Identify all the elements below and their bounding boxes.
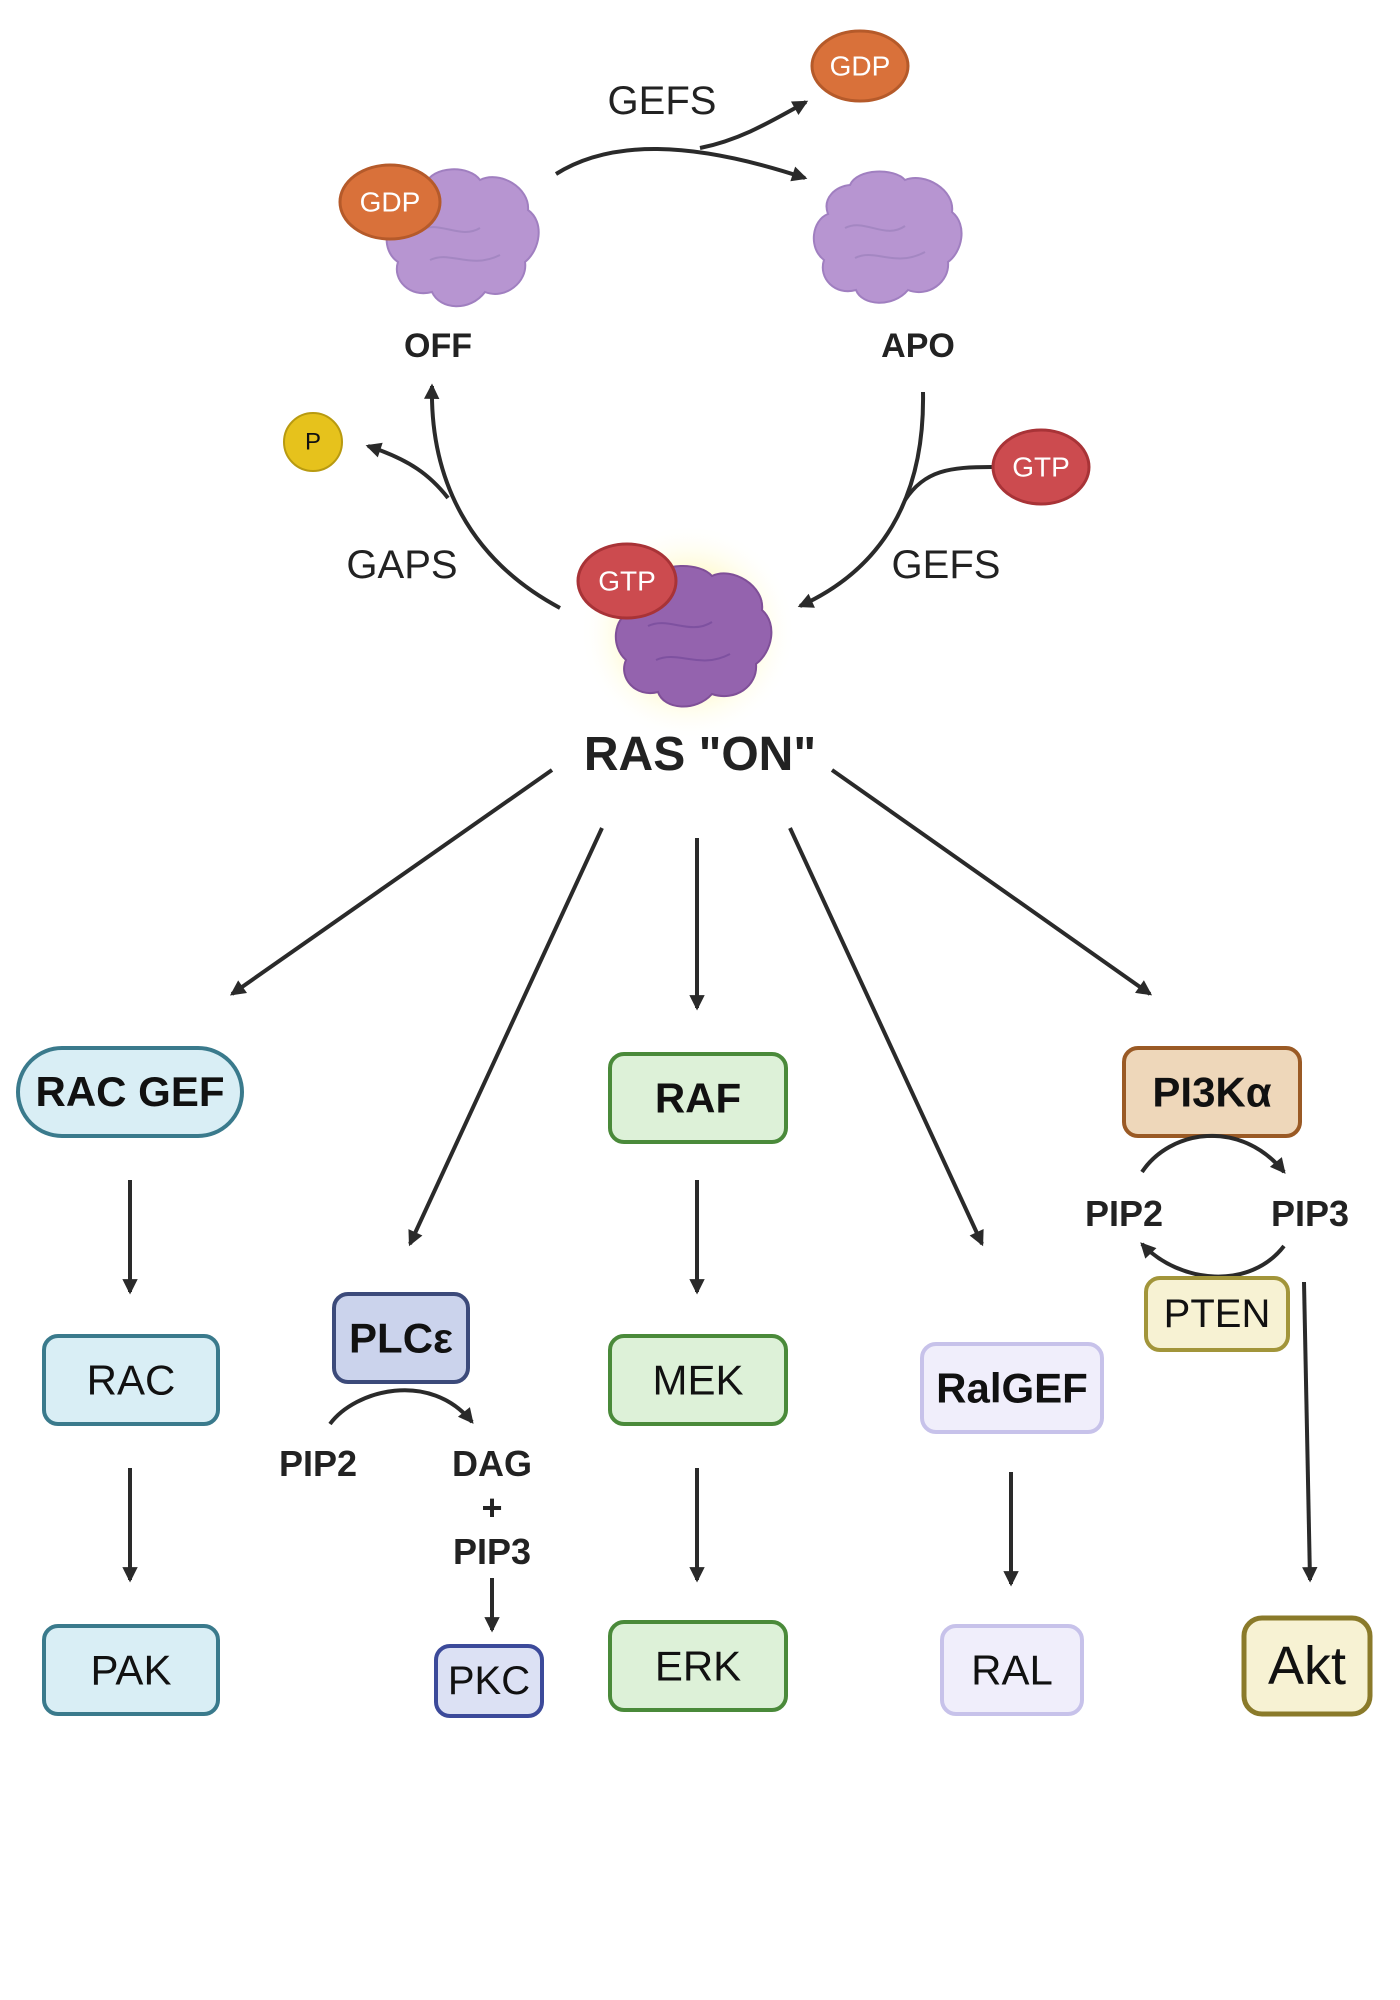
svg-text:P: P: [305, 429, 321, 456]
bound-gtp: GTP: [576, 542, 678, 620]
svg-text:Akt: Akt: [1268, 1636, 1346, 1696]
pten-reverse-arrow: [1140, 1242, 1286, 1279]
akt-node: Akt: [1241, 1615, 1373, 1717]
plc-substrate-pip2: PIP2: [279, 1443, 357, 1484]
ras-on-label: RAS "ON": [584, 728, 816, 781]
ralgef-node: RalGEF: [920, 1342, 1104, 1434]
gaps-label: GAPS: [346, 543, 457, 587]
gef-exchange-arrow: [554, 147, 808, 182]
arrow-to-plc: [408, 827, 604, 1247]
arrow-to-rac-gef: [229, 768, 554, 996]
pi3k-product-pip3: PIP3: [1271, 1193, 1349, 1234]
gdp-release-arrow: [699, 100, 809, 150]
phosphate-release-arrow: [365, 442, 450, 500]
svg-text:PLCε: PLCε: [349, 1315, 453, 1362]
svg-text:RAC GEF: RAC GEF: [36, 1068, 225, 1115]
pten-node: PTEN: [1144, 1276, 1290, 1352]
ras-apo-protein: [812, 170, 963, 304]
rac-node: RAC: [42, 1334, 220, 1426]
gefs-top-label: GEFS: [608, 79, 717, 123]
released-gdp: GDP: [810, 29, 910, 103]
svg-text:RAF: RAF: [655, 1075, 741, 1122]
pkc-node: PKC: [434, 1644, 544, 1718]
gefs-right-label: GEFS: [892, 543, 1001, 587]
released-phosphate: P: [283, 412, 343, 472]
erk-node: ERK: [608, 1620, 788, 1712]
apo-label: APO: [881, 327, 955, 365]
plc-product-pip3: PIP3: [453, 1531, 531, 1572]
plc-epsilon-node: PLCε: [332, 1292, 470, 1384]
off-label: OFF: [404, 327, 472, 365]
svg-text:RalGEF: RalGEF: [936, 1365, 1088, 1412]
pak-node: PAK: [42, 1624, 220, 1716]
pi3k-substrate-pip2: PIP2: [1085, 1193, 1163, 1234]
arrow-to-ralgef: [788, 827, 984, 1247]
svg-text:MEK: MEK: [652, 1357, 743, 1404]
pi3k-alpha-node: PI3Kα: [1122, 1046, 1302, 1138]
ral-node: RAL: [940, 1624, 1084, 1716]
gtp-loading-arrow: [797, 391, 926, 608]
svg-text:GDP: GDP: [360, 187, 421, 218]
svg-text:RAC: RAC: [87, 1357, 176, 1404]
plc-reaction-arrow: [328, 1388, 474, 1426]
svg-text:PI3Kα: PI3Kα: [1152, 1069, 1271, 1116]
svg-text:GTP: GTP: [598, 566, 656, 597]
incoming-gtp: GTP: [991, 428, 1091, 506]
gtp-incoming-line: [903, 465, 993, 502]
svg-text:PKC: PKC: [448, 1659, 530, 1703]
svg-text:PAK: PAK: [91, 1647, 172, 1694]
arrow-to-pi3k: [830, 768, 1153, 996]
gap-hydrolysis-arrow: [423, 383, 561, 610]
svg-text:PTEN: PTEN: [1164, 1292, 1271, 1336]
arrow-pip3-to-akt: [1302, 1281, 1318, 1583]
plc-product-plus: +: [481, 1487, 502, 1528]
raf-node: RAF: [608, 1052, 788, 1144]
bound-gdp: GDP: [338, 163, 442, 241]
pi3k-forward-arrow: [1140, 1134, 1286, 1174]
mek-node: MEK: [608, 1334, 788, 1426]
svg-text:GDP: GDP: [830, 51, 891, 82]
plc-product-dag: DAG: [452, 1443, 532, 1484]
svg-text:GTP: GTP: [1012, 452, 1070, 483]
svg-text:ERK: ERK: [655, 1643, 741, 1690]
rac-gef-node: RAC GEF: [16, 1046, 244, 1138]
svg-text:RAL: RAL: [971, 1647, 1053, 1694]
